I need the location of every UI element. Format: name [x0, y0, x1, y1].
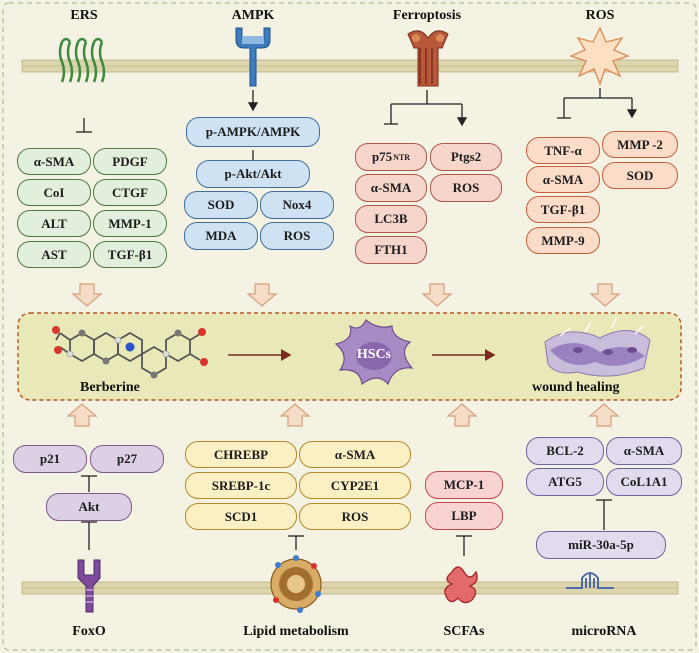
ampk-top-marker: p-AMPK/AMPK	[186, 117, 320, 147]
ferroptosis-branches	[384, 90, 468, 127]
microrna-marker: BCL-2	[526, 437, 604, 465]
ampk-receptor-icon	[235, 27, 271, 87]
microrna-marker: α-SMA	[606, 437, 682, 465]
lipid-droplet-icon	[270, 555, 322, 613]
berberine-label: Berberine	[80, 380, 140, 395]
scfa-protein-icon	[444, 566, 478, 604]
ers-marker: α-SMA	[17, 148, 91, 175]
ferroptosis-marker: ROS	[430, 174, 502, 202]
foxo-marker: p27	[90, 445, 164, 473]
lipid-footer: Lipid metabolism	[243, 624, 349, 639]
microrna-hairpin-icon	[566, 572, 614, 589]
header-ers: ERS	[70, 8, 98, 23]
microrna-marker: CoL1A1	[606, 468, 682, 496]
ros-marker: MMP-9	[526, 227, 600, 254]
big-up-arrows	[66, 403, 620, 427]
ros-marker: MMP -2	[602, 131, 678, 158]
ampk-marker: SOD	[184, 191, 258, 219]
ferroptosis-marker: α-SMA	[355, 174, 427, 202]
scfa-marker: LBP	[425, 502, 503, 530]
lipid-marker: ROS	[299, 503, 411, 530]
ros-burst-icon	[569, 26, 630, 86]
scfas-footer: SCFAs	[443, 624, 485, 639]
mirna-marker: miR-30a-5p	[536, 531, 666, 559]
akt-marker: p-Akt/Akt	[196, 160, 310, 188]
lipid-marker: α-SMA	[299, 441, 411, 468]
lipid-inhibit-line	[288, 535, 304, 550]
microrna-marker: ATG5	[526, 468, 604, 496]
ferroptosis-marker: FTH1	[355, 236, 427, 264]
ers-marker: ALT	[17, 210, 91, 237]
header-ampk: AMPK	[231, 8, 275, 23]
lipid-marker: SREBP-1c	[185, 472, 297, 499]
ers-marker: TGF-β1	[93, 241, 167, 268]
scfas-inhibit-line	[456, 535, 472, 556]
lipid-marker: CYP2E1	[299, 472, 411, 499]
ers-inhibit-arrow	[76, 118, 92, 133]
ers-marker: MMP-1	[93, 210, 167, 237]
ers-marker: AST	[17, 241, 91, 268]
lipid-marker: CHREBP	[185, 441, 297, 468]
foxo-akt-marker: Akt	[46, 493, 132, 521]
ers-marker: CTGF	[93, 179, 167, 206]
ros-marker: α-SMA	[526, 166, 600, 193]
top-membrane	[21, 59, 679, 73]
foxo-marker: p21	[13, 445, 87, 473]
berberine-atoms	[52, 326, 208, 379]
ros-marker: SOD	[602, 162, 678, 189]
lipid-marker: SCD1	[185, 503, 297, 530]
foxo-inhibit-lines	[81, 475, 97, 550]
big-down-arrows	[71, 283, 621, 307]
ampk-marker: Nox4	[260, 191, 334, 219]
ros-marker: TNF-α	[526, 137, 600, 164]
ferroptosis-marker: Ptgs2	[430, 143, 502, 171]
ampk-marker: MDA	[184, 222, 258, 250]
scfa-marker: MCP-1	[425, 471, 503, 499]
ferroptosis-receptor-icon	[407, 30, 449, 87]
wound-healing-label: wound healing	[532, 380, 620, 395]
ferroptosis-marker: LC3B	[355, 205, 427, 233]
hscs-label: HSCs	[356, 347, 392, 362]
wound-healing-icon	[544, 317, 651, 377]
p75-text: p75	[371, 149, 393, 164]
ros-branches	[557, 88, 638, 119]
hsc-cell-icon	[334, 319, 414, 386]
p75-superscript: NTR	[393, 152, 411, 162]
foxo-footer: FoxO	[72, 624, 106, 639]
microrna-footer: microRNA	[571, 624, 637, 639]
ros-marker: TGF-β1	[526, 196, 600, 223]
header-ros: ROS	[585, 8, 615, 23]
ers-marker: CoI	[17, 179, 91, 206]
microrna-inhibit-line	[596, 499, 612, 530]
header-ferroptosis: Ferroptosis	[392, 8, 462, 23]
ers-receptor-icon	[58, 37, 106, 83]
ers-marker: PDGF	[93, 148, 167, 175]
foxo-receptor-icon	[77, 559, 101, 613]
ampk-marker: ROS	[260, 222, 334, 250]
